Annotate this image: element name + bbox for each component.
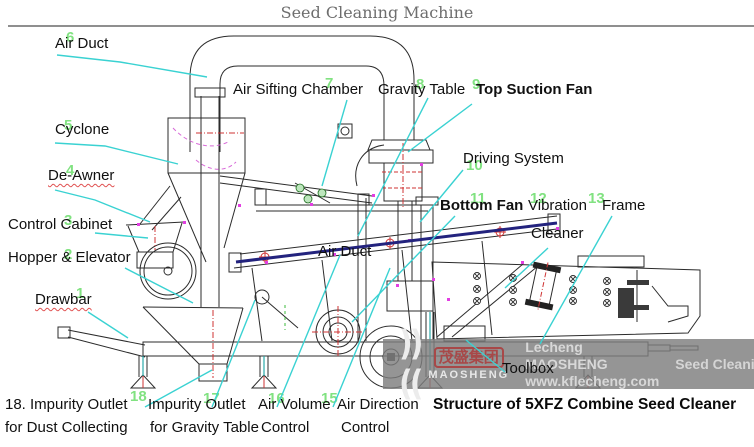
label-vibration-cleaner-line2: Cleaner [531,225,584,242]
callout-6: 6 [66,29,75,46]
callout-7: 7 [325,75,334,92]
label-impurity-outlet-dust-line2: for Dust Collecting [5,419,128,436]
label-toolbox: Toolbox [502,360,554,377]
callout-1: 1 [76,285,85,302]
label-frame: Frame [602,197,646,214]
watermark-tagline: Seed Cleaning [675,356,754,372]
label-air-volume-line1: Air Volume [258,396,331,413]
watermark-logo-chinese: 茂盛集团 [433,347,504,368]
callout-5: 5 [64,117,73,134]
callout-18: 18 [130,388,147,405]
label-control-cabinet: Control Cabinet [8,216,113,233]
label-bottom-fan: Bottom Fan [440,197,524,214]
label-air-duct: Air Duct [55,35,109,52]
callout-9: 9 [472,76,481,93]
label-air-sifting-chamber: Air Sifting Chamber [233,81,364,98]
callout-11: 11 [470,190,486,207]
label-gravity-table: Gravity Table [378,81,466,98]
callout-12: 12 [530,190,547,207]
label-drawbar: Drawbar [35,291,92,308]
watermark-website: www.kflecheng.com [525,372,660,389]
label-air-direction-line2: Control [341,419,390,436]
callout-13: 13 [588,190,605,207]
label-impurity-outlet-dust-line1: 18. Impurity Outlet [5,396,128,413]
label-air-direction-line1: Air Direction [337,396,419,413]
label-hopper-elevator: Hopper & Elevator [8,249,131,266]
page-title: Seed Cleaning Machine [280,3,474,22]
label-cyclone: Cyclone [55,121,110,138]
callout-4: 4 [66,162,75,179]
label-air-volume-line2: Control [261,419,310,436]
label-air-duct-overlay: Air Duct [318,243,372,260]
callout-10: 10 [466,157,483,174]
label-vibration-cleaner-line1: Vibration [528,197,587,214]
maosheng-logo: 茂盛集团 MAOSHENG [428,347,509,381]
watermark-logo-latin: MAOSHENG [428,369,510,381]
label-impurity-outlet-gravity-line1: Impurity Outlet [148,396,246,413]
callout-2: 2 [64,246,73,263]
label-impurity-outlet-gravity-line2: for Gravity Table [150,419,259,436]
callout-8: 8 [416,76,425,93]
label-de-awner: De-Awner [48,167,115,184]
maosheng-logo-icon: ))(( [399,323,423,405]
watermark-band: ))(( 茂盛集团 MAOSHENG Lecheng MAOSHENG www.… [383,324,754,404]
title-underline [8,25,754,27]
label-top-suction-fan: Top Suction Fan [476,81,593,98]
label-driving-system: Driving System [463,150,564,167]
diagram-title: Structure of 5XFZ Combine Seed Cleaner [433,396,737,413]
